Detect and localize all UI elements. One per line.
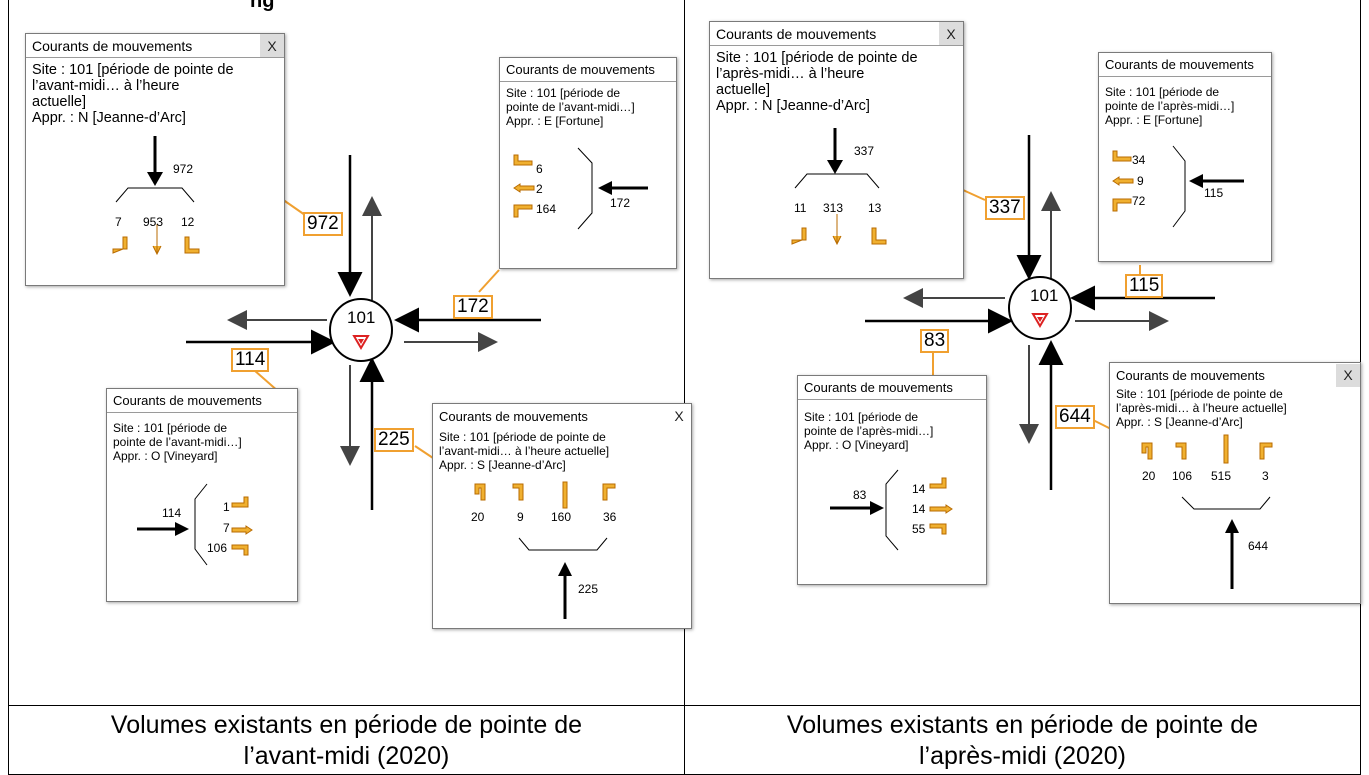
close-button[interactable]: X <box>939 22 963 45</box>
close-button[interactable]: X <box>667 404 691 428</box>
node-circle <box>329 298 393 362</box>
node-label: 101 <box>1030 286 1059 305</box>
popup-am-west: Courants de mouvements Site : 101 [pério… <box>106 388 298 602</box>
table-border-mid <box>684 0 685 775</box>
caption-pm: Volumes existants en période de pointe d… <box>786 711 1259 770</box>
close-button[interactable]: X <box>1336 363 1360 387</box>
intersection-diagram-am <box>186 155 541 510</box>
callout-north: 972 <box>303 212 343 236</box>
callout-south: 644 <box>1055 405 1095 429</box>
table-border-left <box>8 0 9 775</box>
intersection-diagram-pm <box>865 135 1215 490</box>
close-button[interactable]: X <box>260 34 284 57</box>
yield-icon <box>352 335 370 350</box>
yield-icon <box>1031 313 1049 328</box>
popup-pm-east: Courants de mouvements Site : 101 [pério… <box>1098 52 1272 262</box>
popup-am-east: Courants de mouvements Site : 101 [pério… <box>499 57 677 269</box>
callout-west: 114 <box>231 348 270 372</box>
popup-title: Courants de mouvements <box>32 37 193 54</box>
node-label: 101 <box>347 308 376 327</box>
callout-north: 337 <box>985 196 1025 220</box>
popup-pm-west: Courants de mouvements Site : 101 [pério… <box>797 375 987 585</box>
callout-south: 225 <box>374 428 414 452</box>
callout-east: 115 <box>1125 274 1164 298</box>
caption-am: Volumes existants en période de pointe d… <box>110 711 583 770</box>
table-row-divider <box>8 705 1361 706</box>
callout-east: 172 <box>453 295 493 319</box>
top-title-fragment: ng <box>250 0 275 12</box>
callout-west: 83 <box>920 329 950 353</box>
